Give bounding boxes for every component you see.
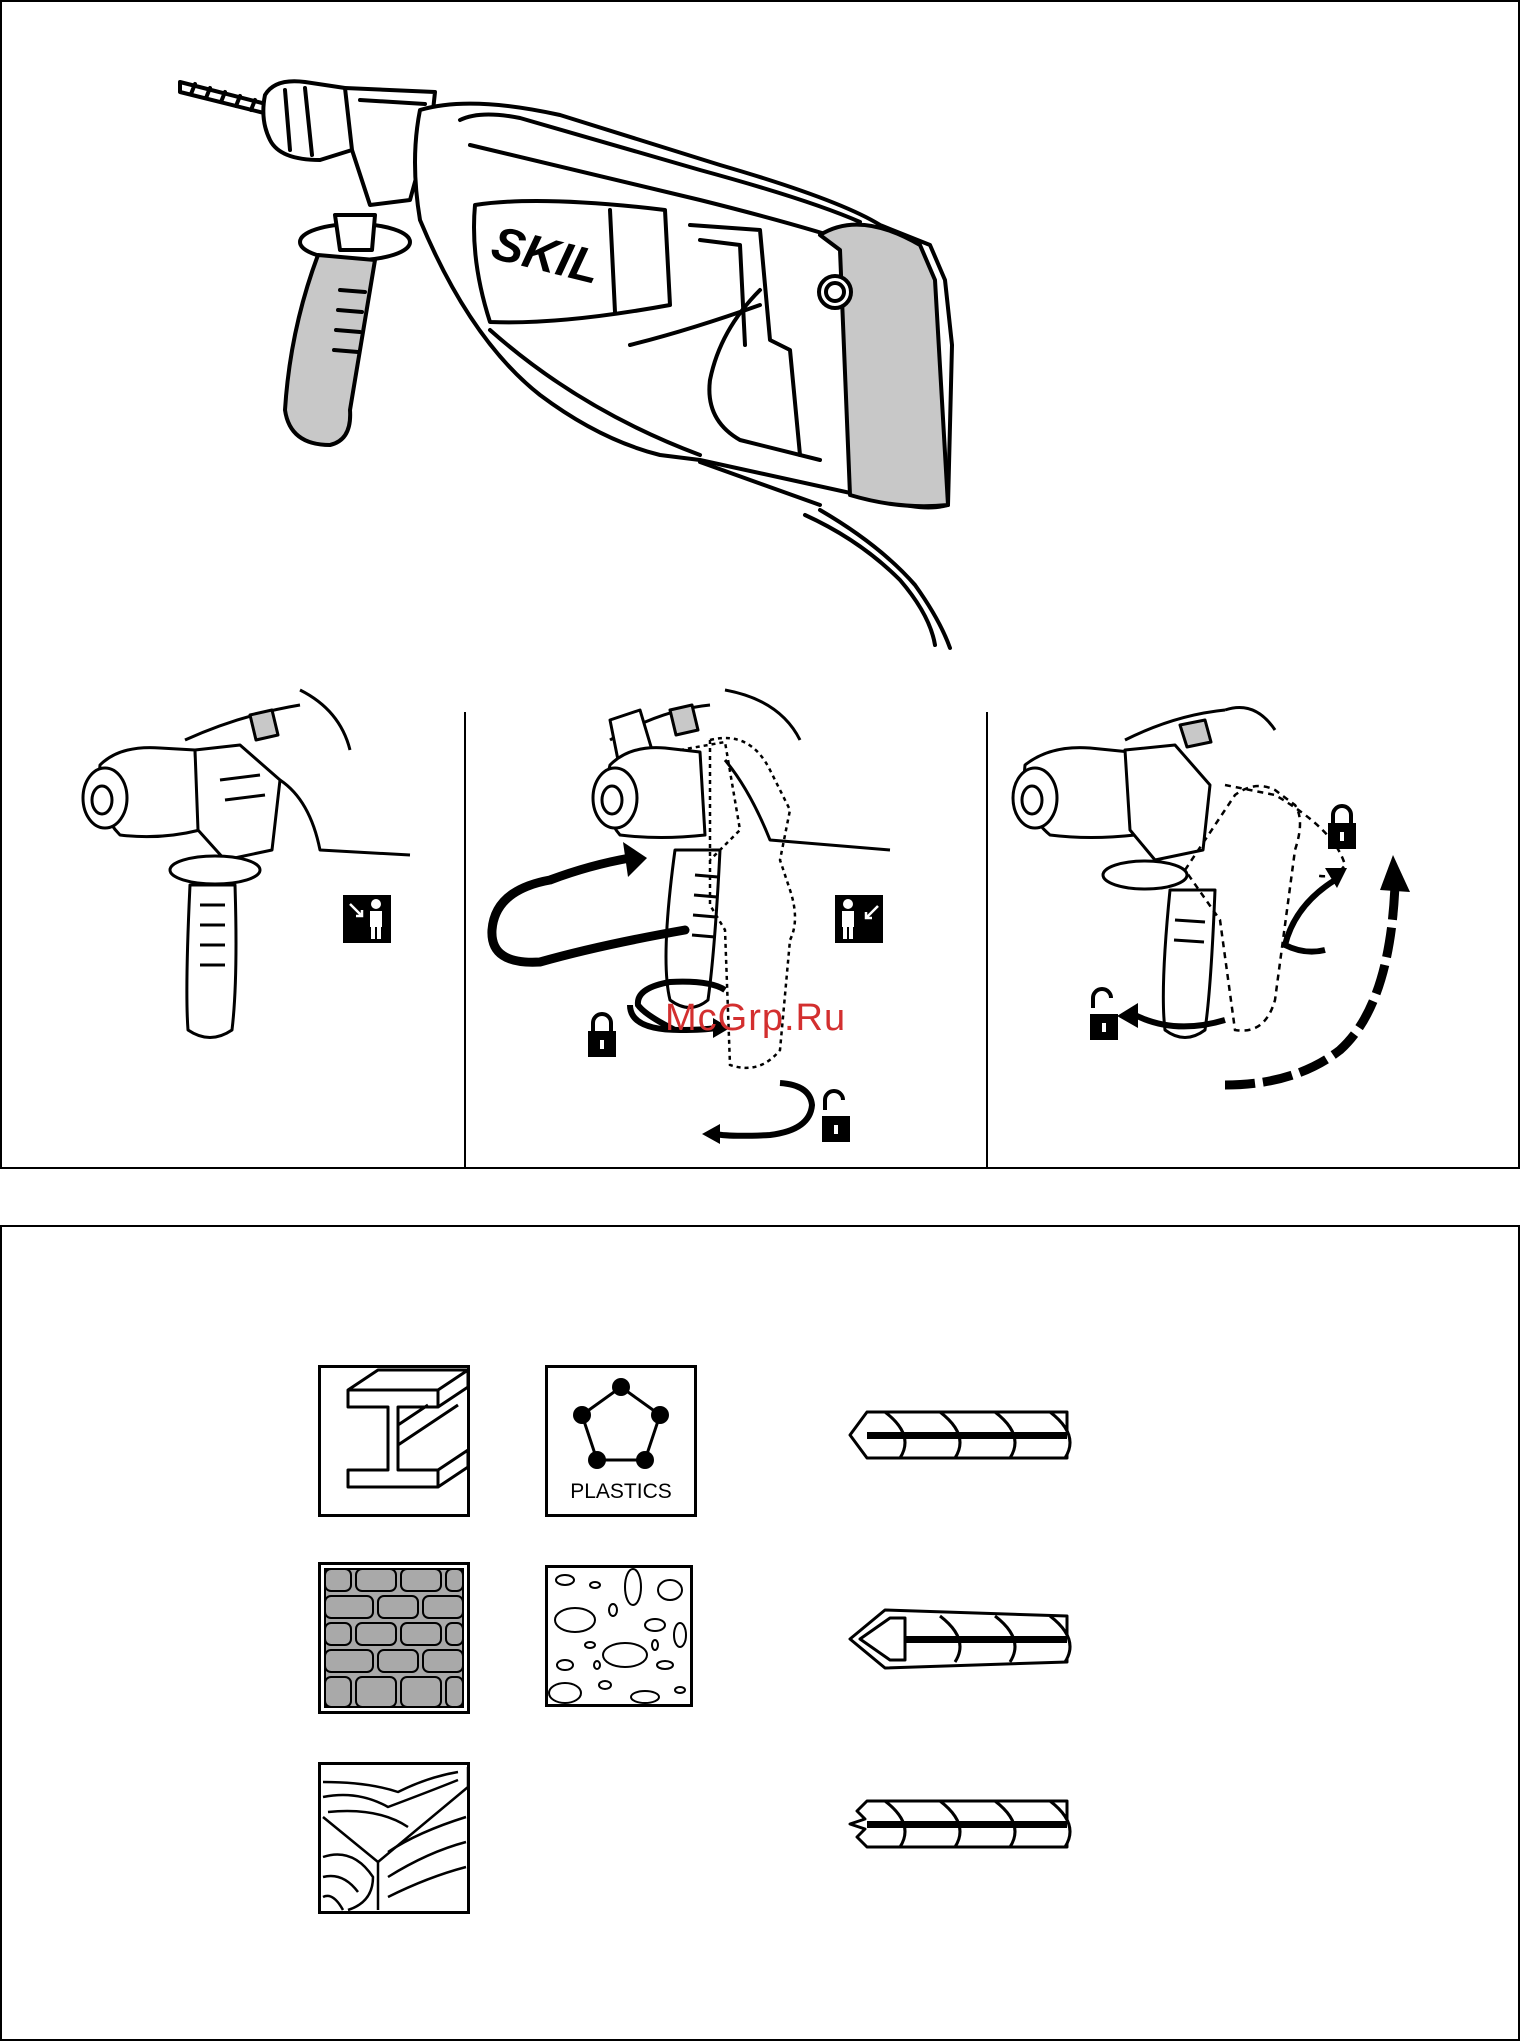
panel-handle-reposition <box>995 690 1515 1110</box>
brick-wall-icon <box>318 1562 470 1714</box>
plastics-label: PLASTICS <box>570 1480 672 1503</box>
panel-divider-2 <box>986 712 988 1169</box>
person-arrow-out-icon <box>835 895 883 943</box>
panel-handle-mounted <box>10 690 460 1110</box>
metal-drill-bit-icon <box>845 1400 1085 1470</box>
lock-open-icon <box>822 1091 850 1142</box>
wood-drill-bit-icon <box>845 1789 1085 1859</box>
panel-divider-1 <box>464 712 466 1169</box>
lock-closed-icon <box>1328 806 1356 849</box>
watermark-text: McGrp.Ru <box>665 997 846 1040</box>
bottom-materials-frame <box>0 1225 1520 2041</box>
concrete-icon <box>545 1565 693 1707</box>
masonry-drill-bit-icon <box>845 1604 1085 1674</box>
panel-handle-rotate <box>480 690 980 1150</box>
lock-closed-icon <box>588 1014 616 1057</box>
lock-open-icon <box>1090 989 1118 1040</box>
wood-icon <box>318 1762 470 1914</box>
plastics-icon: PLASTICS <box>545 1365 697 1517</box>
steel-beam-icon <box>318 1365 470 1517</box>
drill-illustration: SKIL <box>0 0 1520 660</box>
person-arrow-in-icon <box>343 895 391 943</box>
rotate-loop-arrow <box>492 858 685 962</box>
